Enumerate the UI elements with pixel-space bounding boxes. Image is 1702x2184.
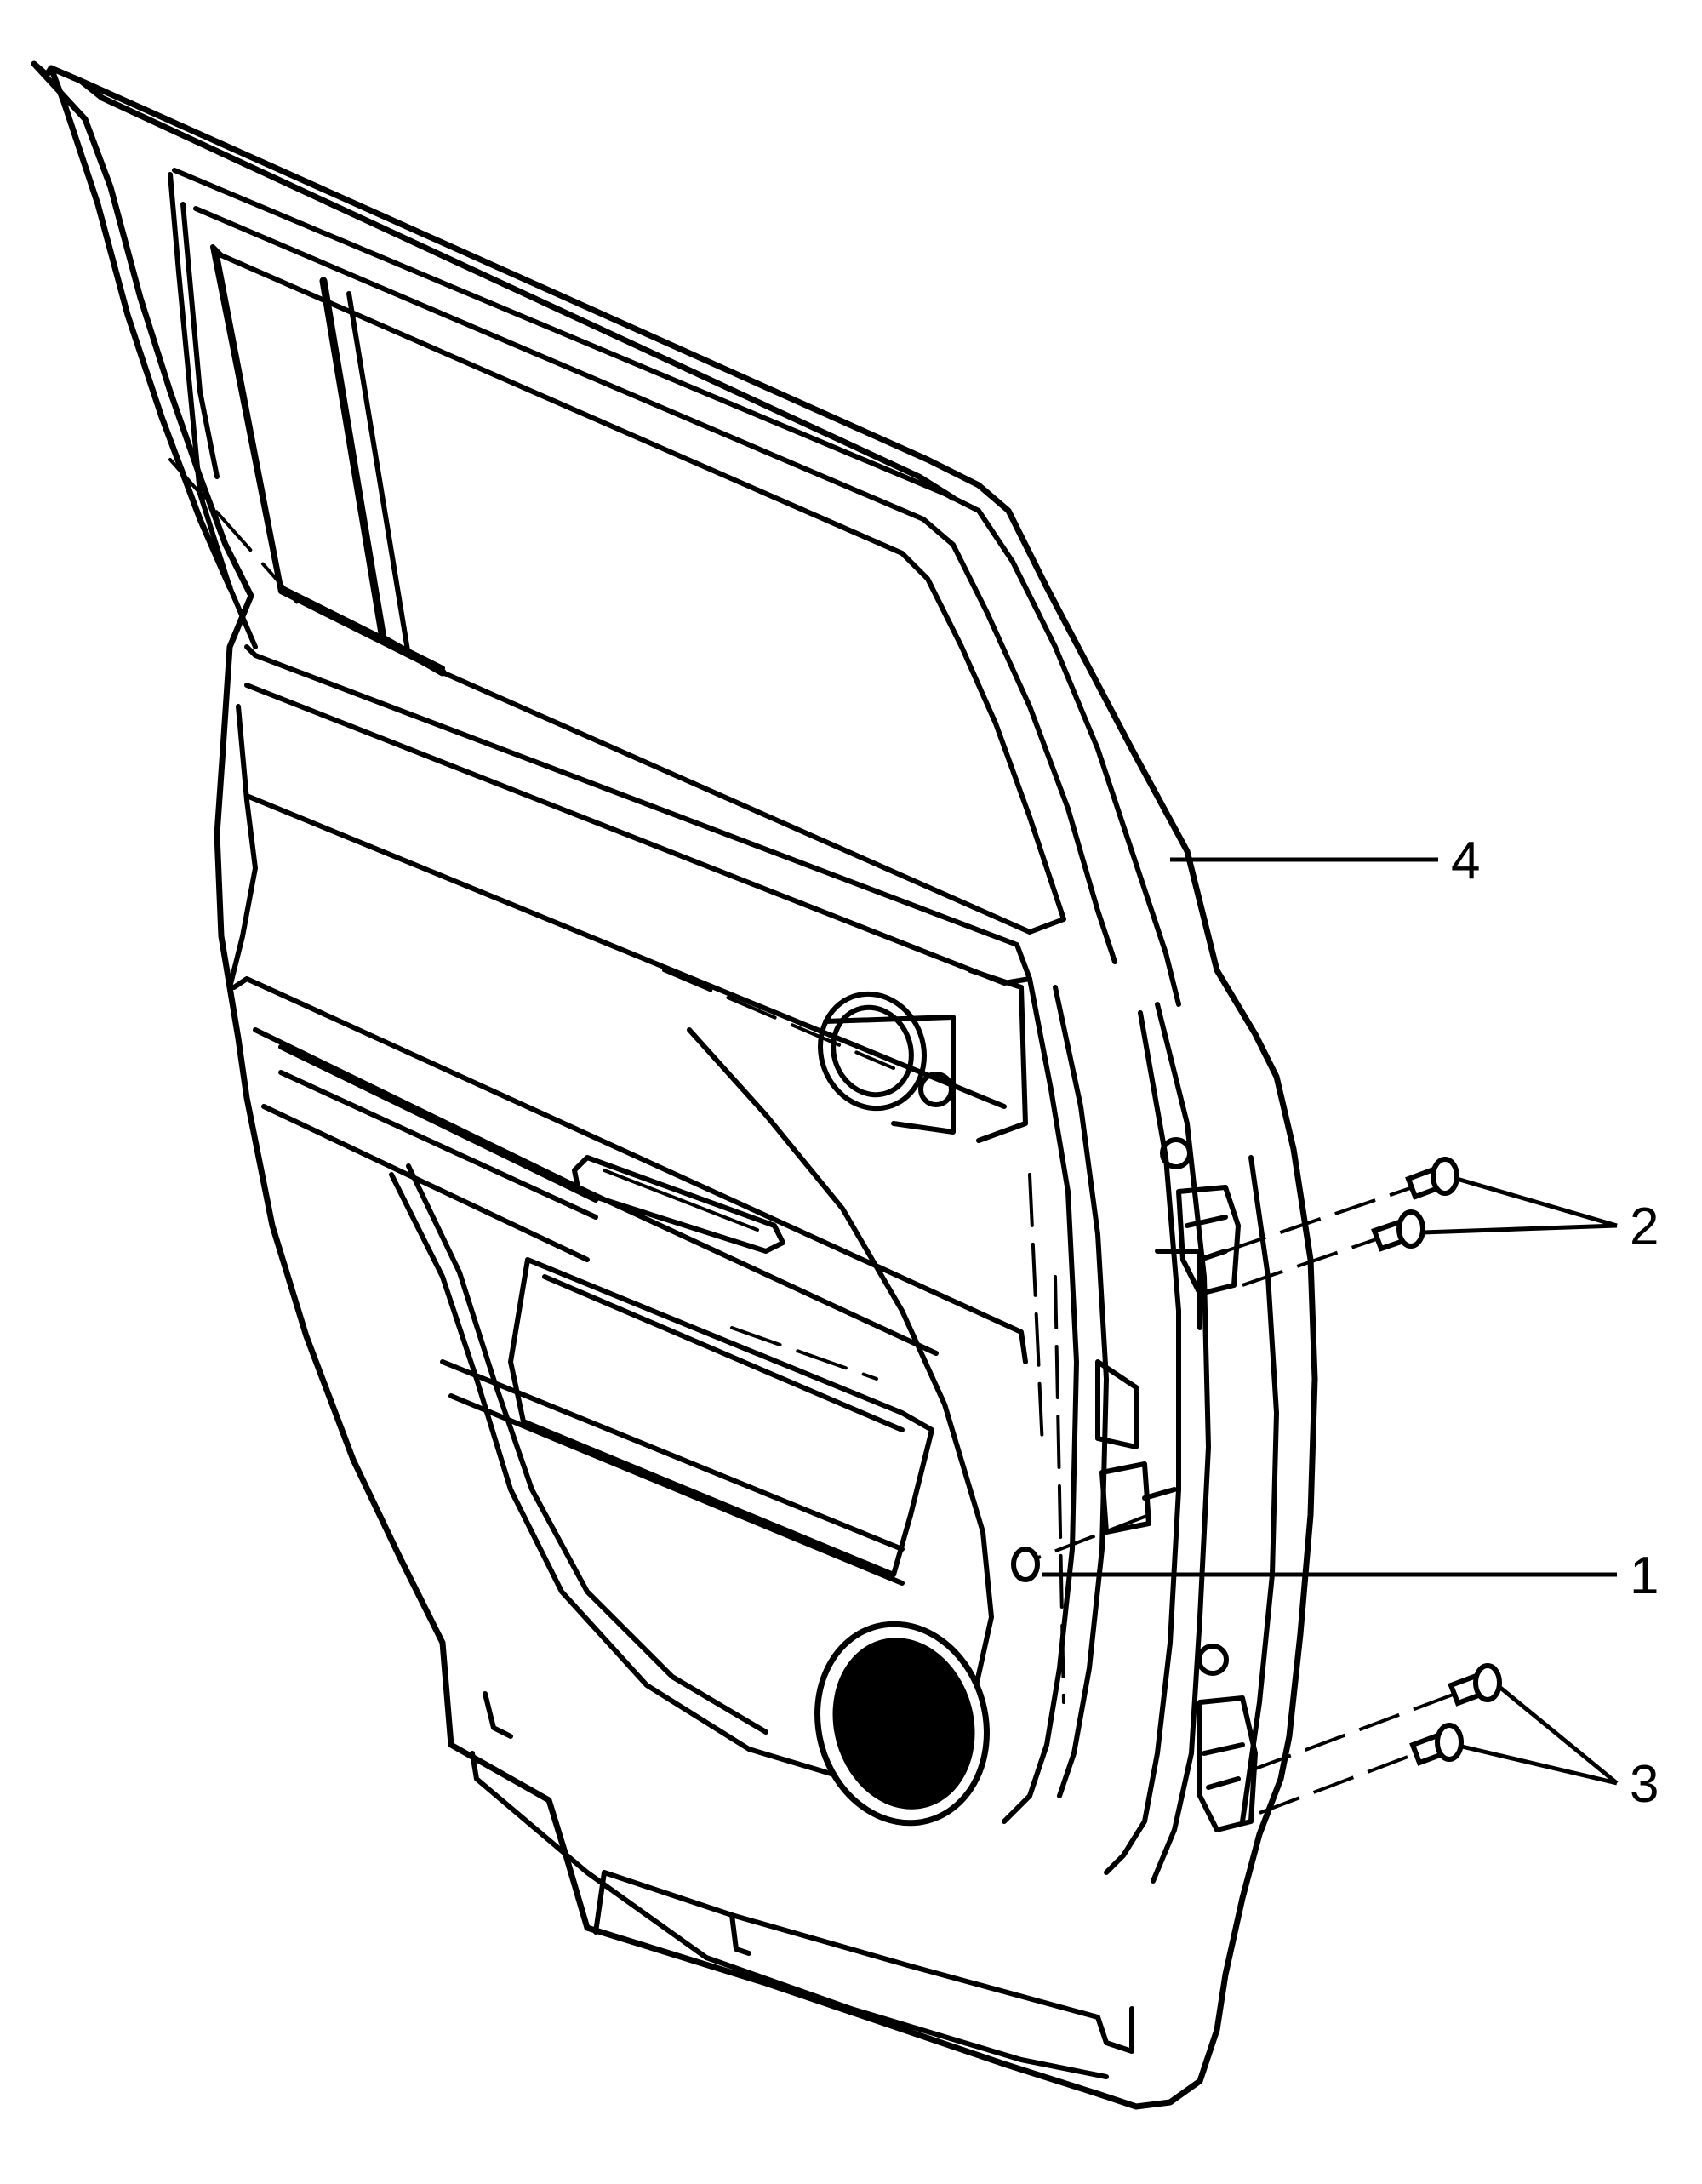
upper-hinge [1160,1137,1241,1296]
callout-1: 1 [1630,1547,1659,1605]
speaker-grille [814,1621,990,1827]
hidden-lines [168,458,1065,1704]
window-frame [168,168,1181,1007]
callout-2: 2 [1630,1198,1659,1256]
callout-3: 3 [1630,1755,1659,1814]
leader-2a [1456,1176,1618,1228]
leader-lines [1042,857,1619,1786]
leader-3b [1461,1744,1618,1786]
check-link-bracket [1099,1461,1177,1535]
door-shell [31,60,1318,2110]
lower-hinge [1197,1644,1258,1832]
upper-hinge-bolt-b [1242,1209,1425,1287]
callout-4: 4 [1451,832,1480,890]
lower-hinge-bolt-b [1259,1723,1464,1815]
inside-handle-bezel [818,968,1028,1143]
upper-hinge-bolt-a [1225,1157,1459,1253]
belt-line [227,644,1032,1364]
leader-2b [1422,1223,1618,1235]
leader-3a [1498,1685,1619,1785]
fasteners [1011,1157,1502,1815]
check-link-bolt [1011,1513,1150,1582]
callout-labels: 1 2 3 4 [1451,832,1659,1814]
lower-hinge-bolt-a [1250,1663,1502,1772]
door-bottom [470,1691,1134,2079]
